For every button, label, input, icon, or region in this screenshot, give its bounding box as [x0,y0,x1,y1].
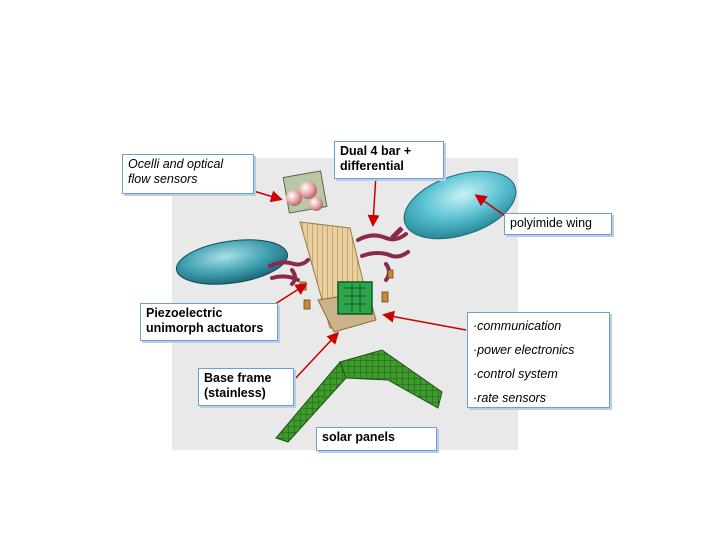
solar-panels-label-line-1: solar panels [322,430,431,445]
ocelli-label: Ocelli and optical flow sensors [122,154,254,194]
dual-bar-label: Dual 4 bar + differential [334,141,444,179]
dual-bar-label-line-2: differential [340,159,438,174]
electronics-board [338,282,372,314]
piezo-label-line-1: Piezoelectric [146,306,272,321]
electronics-item-control: ·control system [473,362,604,386]
ocelli-label-line-1: Ocelli and optical [128,157,248,172]
electronics-label: ·communication ·power electronics ·contr… [467,312,610,408]
ocelli-sensor [283,171,327,213]
wing-label: polyimide wing [504,213,612,235]
dual-bar-label-line-1: Dual 4 bar + [340,144,438,159]
wing-label-line-1: polyimide wing [510,216,606,231]
ocelli-label-line-2: flow sensors [128,172,248,187]
piezo-label-line-2: unimorph actuators [146,321,272,336]
base-frame-label-line-2: (stainless) [204,386,288,401]
electronics-item-power: ·power electronics [473,338,604,362]
electronics-item-communication: ·communication [473,314,604,338]
piezo-label: Piezoelectric unimorph actuators [140,303,278,341]
base-frame-label-line-1: Base frame [204,371,288,386]
solar-panels-label: solar panels [316,427,437,451]
base-frame-label: Base frame (stainless) [198,368,294,406]
electronics-item-rate-sensors: ·rate sensors [473,386,604,410]
